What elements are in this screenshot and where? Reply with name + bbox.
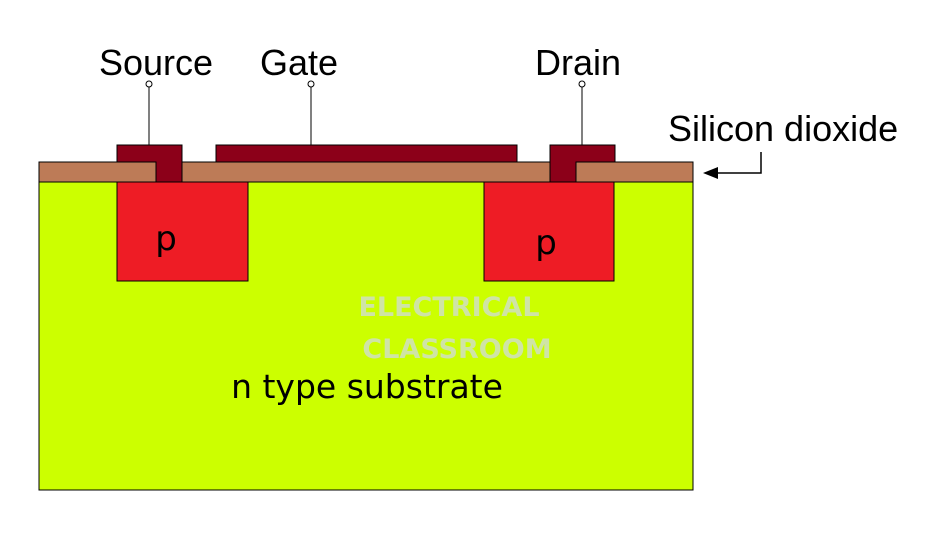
p-region-right-label: p (535, 223, 557, 263)
gate-metal-electrode (215, 144, 518, 163)
oxide-layer-right (575, 161, 694, 183)
p-region-right (483, 181, 615, 282)
p-region-left (116, 181, 249, 282)
source-metal-contact (116, 144, 183, 183)
oxide-pointer-line (716, 152, 762, 174)
gate-terminal-dot (307, 80, 315, 88)
drain-label: Drain (535, 42, 621, 83)
watermark-line-2: CLASSROOM (362, 334, 551, 365)
substrate-label: n type substrate (231, 367, 503, 406)
oxide-pointer-arrowhead (703, 167, 718, 179)
oxide-layer-middle (181, 161, 551, 183)
oxide-layer-left (38, 161, 157, 183)
source-label: Source (99, 42, 213, 83)
drain-metal-contact (549, 144, 616, 183)
watermark-line-1: ELECTRICAL (358, 292, 539, 323)
gate-label: Gate (260, 42, 338, 83)
silicon-dioxide-label: Silicon dioxide (668, 108, 898, 149)
p-region-left-label: p (155, 219, 177, 259)
drain-terminal-dot (578, 80, 586, 88)
source-terminal-dot (145, 80, 153, 88)
